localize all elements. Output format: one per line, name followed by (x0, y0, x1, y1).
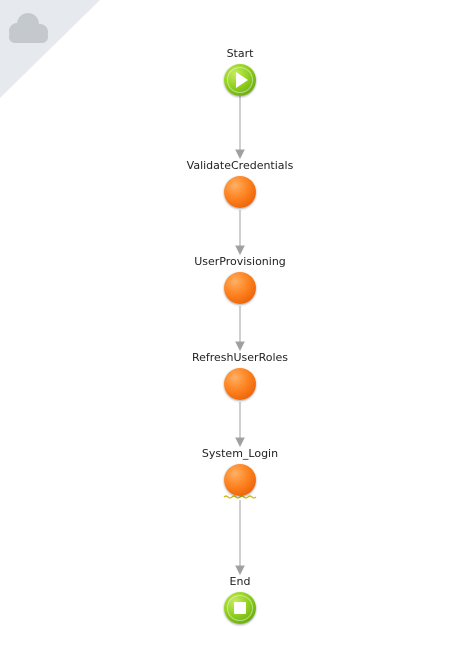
action-label: UserProvisioning (194, 255, 286, 268)
end-node[interactable] (224, 592, 256, 624)
cloud-icon (9, 13, 48, 43)
action-label: ValidateCredentials (186, 159, 294, 172)
warning-underline (223, 495, 257, 499)
corner-badge (0, 0, 100, 98)
action-node-userprovisioning[interactable] (224, 272, 256, 304)
end-label: End (229, 575, 251, 588)
connector-arrowhead (235, 149, 245, 160)
connector-arrowhead (235, 341, 245, 352)
action-node-refreshuserroles[interactable] (224, 368, 256, 400)
connector-arrowhead (235, 245, 245, 256)
action-node-system-login[interactable] (224, 464, 256, 496)
action-node-validatecredentials[interactable] (224, 176, 256, 208)
action-label: RefreshUserRoles (191, 351, 289, 364)
start-label: Start (226, 47, 254, 60)
connector-arrowhead (235, 437, 245, 448)
play-icon (236, 72, 248, 88)
stop-icon (234, 602, 246, 614)
action-label: System_Login (201, 447, 279, 460)
connector-arrowhead (235, 565, 245, 576)
start-node[interactable] (224, 64, 256, 96)
